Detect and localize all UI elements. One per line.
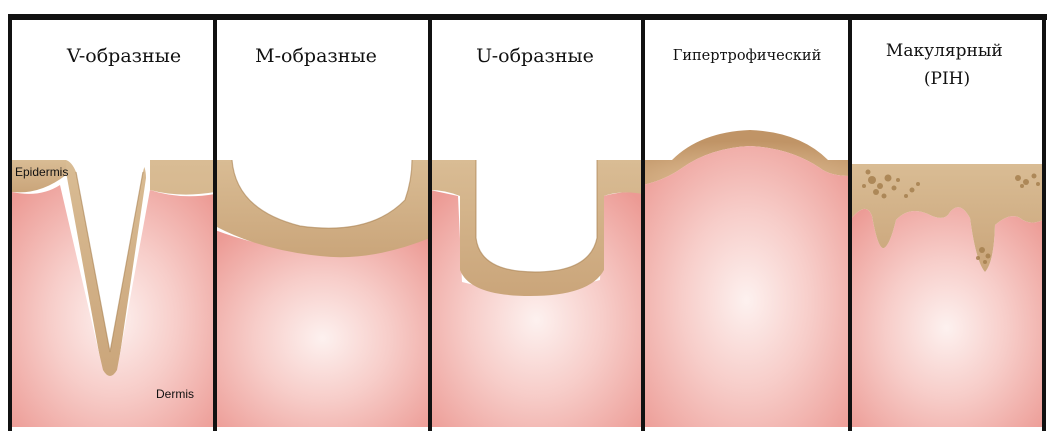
m-dermis <box>215 230 430 427</box>
panel-hypertrophic-title: Гипертрофический <box>673 48 822 64</box>
panel-macular: Макулярный (PIH) <box>850 20 1043 427</box>
epidermis-label: Epidermis <box>15 165 68 179</box>
panel-m-shaped: M-образные <box>215 20 430 427</box>
panel-hypertrophic: Гипертрофический <box>643 20 850 427</box>
hyper-dermis <box>643 146 850 427</box>
panel-u-title: U-образные <box>476 45 594 67</box>
panel-v-title: V-образные <box>66 45 181 67</box>
dermis-label: Dermis <box>156 387 194 401</box>
panel-m-title: M-образные <box>255 45 377 67</box>
panel-v-shaped: V-образные Epidermis Dermis <box>12 20 215 427</box>
panel-u-shaped: U-образные <box>430 20 643 427</box>
